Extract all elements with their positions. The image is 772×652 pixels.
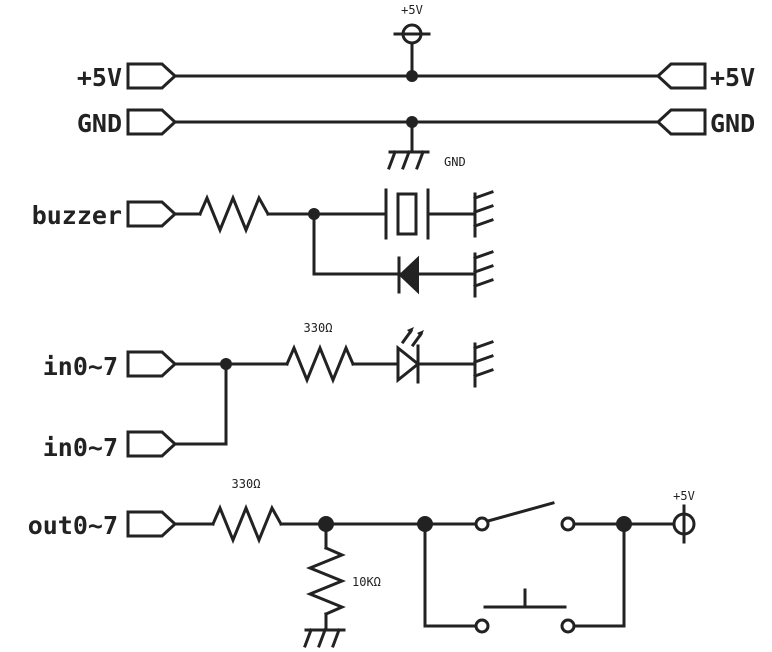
- output-resistor-icon: [211, 504, 284, 544]
- input-label-b: in0~7: [43, 433, 118, 462]
- buzzer-crystal-icon: [384, 188, 430, 240]
- power-rails: +5V GND +5V GND +5V GND: [77, 3, 755, 170]
- led-icon: [396, 327, 424, 384]
- vcc-left-port-icon: [126, 62, 178, 90]
- led-resistor-icon: [285, 344, 355, 384]
- power-rail-icon: [672, 504, 696, 544]
- gnd-junction: [406, 116, 418, 128]
- gnd-symbol-label: GND: [444, 155, 466, 169]
- buzzer-label: buzzer: [32, 201, 122, 230]
- output-switch-circuit: out0~7 330Ω 10KΩ: [28, 477, 696, 648]
- ground-icon: [473, 340, 494, 388]
- output-label: out0~7: [28, 511, 118, 540]
- ground-icon: [303, 628, 346, 648]
- vcc-right-port-icon: [655, 62, 707, 90]
- gnd-left-port-icon: [126, 108, 178, 136]
- pulldown-resistor-icon: [306, 546, 346, 616]
- gnd-right-label: GND: [710, 109, 755, 138]
- push-button-icon: [474, 588, 576, 634]
- gnd-right-port-icon: [655, 108, 707, 136]
- output-port-icon: [126, 510, 178, 538]
- led-resistor-value: 330Ω: [304, 321, 333, 335]
- input-junction: [220, 358, 232, 370]
- power-rail-icon: [393, 23, 431, 78]
- buzzer-resistor-icon: [198, 194, 271, 234]
- pulldown-resistor-value: 10KΩ: [352, 575, 381, 589]
- vcc-right-label: +5V: [710, 63, 755, 92]
- ground-icon: [387, 120, 430, 170]
- gnd-left-label: GND: [77, 109, 122, 138]
- buzzer-circuit: buzzer: [32, 188, 494, 298]
- ground-icon: [473, 250, 494, 298]
- diode-icon: [397, 255, 419, 295]
- vcc-left-label: +5V: [77, 63, 122, 92]
- input-port-b-icon: [126, 430, 178, 458]
- ground-icon: [473, 190, 494, 238]
- buzzer-port-icon: [126, 200, 178, 228]
- input-led-circuit: in0~7 in0~7 330Ω: [43, 321, 494, 462]
- input-port-a-icon: [126, 350, 178, 378]
- vcc-junction: [406, 70, 418, 82]
- vcc-top-label: +5V: [401, 3, 423, 17]
- switch-vcc-label: +5V: [673, 489, 695, 503]
- output-resistor-value: 330Ω: [232, 477, 261, 491]
- input-label-a: in0~7: [43, 352, 118, 381]
- switch-icon: [474, 501, 576, 532]
